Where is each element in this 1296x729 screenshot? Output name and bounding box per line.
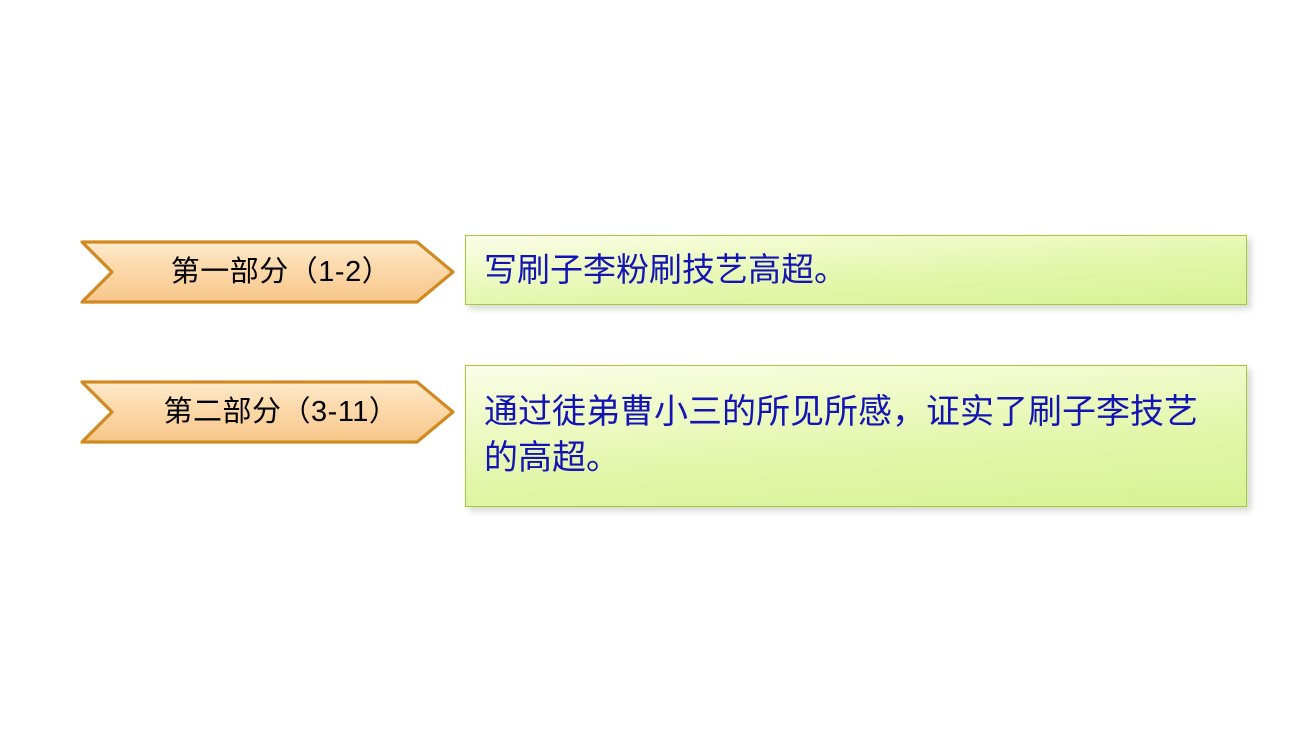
section-chevron-1[interactable]: 第一部分（1-2） bbox=[80, 238, 456, 306]
section-description-text-1: 写刷子李粉刷技艺高超。 bbox=[484, 250, 847, 288]
section-description-text-2: 通过徒弟曹小三的所见所感，证实了刷子李技艺的高超。 bbox=[484, 393, 1198, 477]
section-description-box-1: 写刷子李粉刷技艺高超。 bbox=[465, 235, 1247, 305]
chevron-shape-icon bbox=[80, 380, 455, 444]
section-chevron-2[interactable]: 第二部分（3-11） bbox=[80, 378, 456, 446]
section-chevron-1-label: 第一部分（1-2） bbox=[170, 255, 392, 288]
section-description-box-2: 通过徒弟曹小三的所见所感，证实了刷子李技艺的高超。 bbox=[465, 365, 1247, 507]
section-chevron-2-label: 第二部分（3-11） bbox=[163, 395, 399, 428]
chevron-shape-icon bbox=[80, 240, 455, 304]
